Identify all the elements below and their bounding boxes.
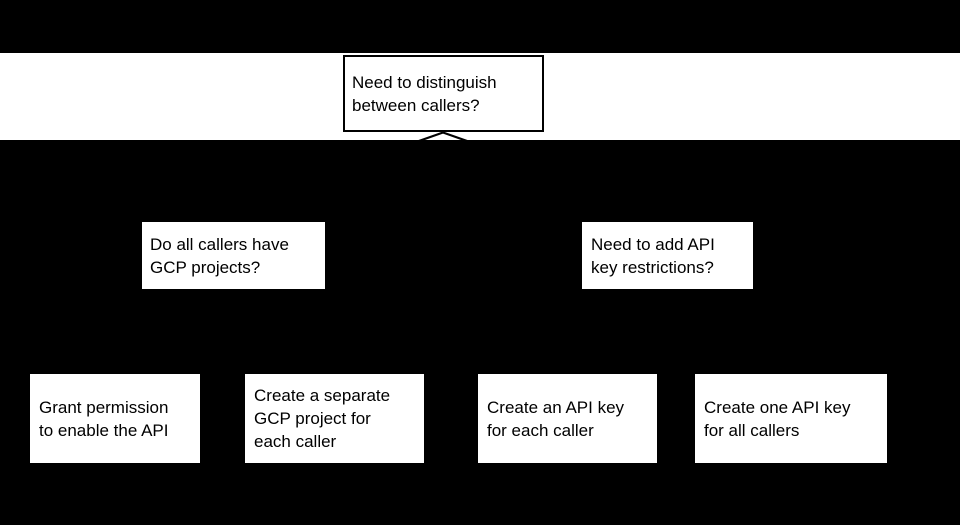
decision-node-label: Need to add API key restrictions? bbox=[591, 234, 715, 277]
action-node-api-key-each-caller: Create an API key for each caller bbox=[478, 374, 657, 463]
action-node-api-key-all-callers: Create one API key for all callers bbox=[695, 374, 887, 463]
action-node-label: Create an API key for each caller bbox=[487, 397, 625, 440]
action-node-label: Create one API key for all callers bbox=[704, 397, 851, 440]
decision-node-label: Do all callers have GCP projects? bbox=[150, 234, 289, 277]
decision-node-label: Need to distinguish between callers? bbox=[352, 72, 497, 115]
decision-node-gcp-projects: Do all callers have GCP projects? bbox=[142, 222, 325, 289]
action-node-separate-gcp-project: Create a separate GCP project for each c… bbox=[245, 374, 424, 463]
decision-node-distinguish-callers: Need to distinguish between callers? bbox=[343, 55, 544, 132]
action-node-label: Create a separate GCP project for each c… bbox=[254, 386, 391, 451]
decision-node-key-restrictions: Need to add API key restrictions? bbox=[582, 222, 753, 289]
action-node-grant-permission: Grant permission to enable the API bbox=[30, 374, 200, 463]
action-node-label: Grant permission to enable the API bbox=[39, 397, 169, 440]
